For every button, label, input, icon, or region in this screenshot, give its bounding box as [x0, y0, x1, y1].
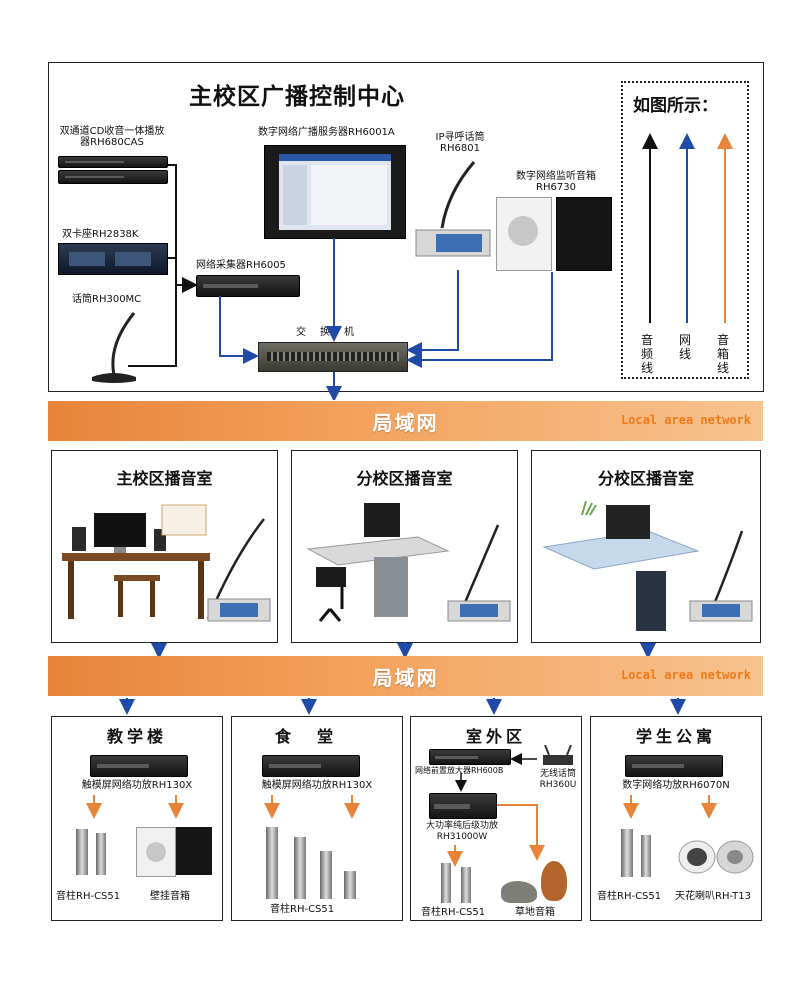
legend-label-network: 网线	[679, 333, 692, 361]
cd-player-label: 双通道CD收音一体播放器RH680CAS	[59, 126, 165, 148]
zone-dorm-ceiling-speaker-icon	[678, 840, 754, 874]
zone-canteen-title: 食堂	[274, 727, 359, 746]
room-main: 主校区播音室	[51, 450, 278, 643]
zone-outdoor-wireless-label: 无线话筒RH360U	[539, 769, 577, 790]
lan-band-bottom: 局域网 Local area network	[48, 656, 763, 696]
zone-outdoor-item-lawn: 草地音箱	[515, 907, 555, 918]
collector-label: 网络采集器RH6005	[196, 260, 286, 271]
room-branch-2-illustration	[542, 500, 753, 631]
zone-dorm-item-ceiling: 天花喇叭RH-T13	[675, 891, 751, 902]
cassette-label: 双卡座RH2838K	[62, 229, 139, 240]
zone-canteen-item-column: 音柱RH-CS51	[270, 904, 335, 915]
zone-teaching-wall-speaker-black	[176, 827, 212, 875]
zone-teaching-column-speaker-2	[96, 833, 106, 875]
zone-dorm-speaker-arrows	[623, 795, 717, 819]
zone-dorm-item-column: 音柱RH-CS51	[597, 891, 662, 902]
zone-teaching-speaker-arrows	[86, 795, 184, 819]
zone-dorm-column-speaker-1	[621, 829, 633, 877]
zone-outdoor-rock-speaker	[501, 881, 537, 903]
zone-dorm: 学生公寓 数字网络功放RH6070N 音柱RH-CS51 天花喇叭RH-T13	[590, 716, 762, 921]
legend-label-speaker: 音箱线	[717, 333, 730, 375]
legend-label-audio: 音频线	[641, 333, 654, 375]
main-control-center-panel: 主校区广播控制中心 如图所示： 音频线 网线 音箱线	[48, 62, 764, 392]
main-center-title: 主校区广播控制中心	[189, 84, 405, 110]
switch-device	[258, 342, 408, 372]
zone-canteen-amp-label: 触模屏网络功放RH130X	[261, 780, 373, 791]
mic-icon	[92, 312, 136, 383]
legend-arrows	[642, 133, 733, 323]
zone-outdoor-poweramp-device	[429, 793, 497, 819]
zone-canteen: 食堂 触模屏网络功放RH130X 音柱RH-CS51	[231, 716, 403, 921]
lan-band-top-subtitle: Local area network	[620, 413, 751, 427]
monitor-speaker-label: 数字网络监听音箱RH6730	[516, 171, 596, 193]
main-center-connections	[128, 164, 553, 400]
monitor-speaker-white	[496, 197, 552, 271]
legend-box: 如图所示： 音频线 网线 音箱线	[621, 81, 749, 379]
zone-canteen-speaker-arrows	[264, 795, 360, 819]
zone-outdoor-column-speaker-2	[461, 867, 471, 903]
zone-outdoor-poweramp-label: 大功率纯后级功放RH31000W	[425, 821, 498, 842]
monitor-speaker-black	[556, 197, 612, 271]
zone-dorm-amp-device	[625, 755, 723, 777]
collector-device	[196, 275, 300, 297]
lan-band-bottom-subtitle: Local area network	[620, 668, 751, 682]
room-branch-1-title: 分校区播音室	[356, 469, 453, 488]
zone-teaching-amp-device	[90, 755, 188, 777]
zone-outdoor-connections	[447, 753, 545, 867]
room-branch-2-title: 分校区播音室	[597, 469, 694, 488]
lan-to-zones-arrows	[119, 698, 686, 715]
zone-canteen-column-speaker-3	[320, 851, 332, 899]
zone-outdoor-preamp-label: 网络前置放大器RH600B	[415, 766, 504, 775]
room-branch-1-illustration	[306, 503, 511, 622]
zone-teaching: 教学楼 触模屏网络功放RH130X 音柱RH-CS51 壁挂音箱	[51, 716, 223, 921]
zone-canteen-column-speaker-1	[266, 827, 278, 899]
zone-outdoor-wireless-mic-icon	[543, 745, 573, 765]
server-label: 数字网络广播服务器RH6001A	[258, 127, 395, 138]
zone-teaching-amp-label: 触模屏网络功放RH130X	[81, 780, 193, 791]
zone-dorm-title: 学生公寓	[635, 727, 716, 746]
lan-band-bottom-label: 局域网	[372, 666, 439, 690]
zone-dorm-amp-label: 数字网络功放RH6070N	[622, 780, 730, 791]
ip-mic-icon	[415, 161, 491, 257]
zone-canteen-column-speaker-2	[294, 837, 306, 899]
server-device	[264, 145, 406, 239]
switch-label: 交换机	[296, 327, 368, 338]
legend-title: 如图所示：	[633, 96, 718, 116]
zone-canteen-column-speaker-4	[344, 871, 356, 899]
zone-teaching-title: 教学楼	[106, 727, 167, 746]
room-main-illustration	[62, 504, 271, 622]
zone-outdoor: 室外区 网络前置放大器RH600B 无线话筒RH360U 大功率纯后级功放RH3…	[410, 716, 582, 921]
cd-player-device	[58, 156, 168, 168]
cd-player-device-2	[58, 170, 168, 184]
zone-canteen-amp-device	[262, 755, 360, 777]
zone-outdoor-item-column: 音柱RH-CS51	[421, 907, 486, 918]
room-main-title: 主校区播音室	[116, 469, 213, 488]
room-branch-1: 分校区播音室	[291, 450, 518, 643]
rooms-to-lan-arrows	[151, 642, 656, 659]
lan-band-top-label: 局域网	[372, 411, 439, 435]
ip-mic-label: IP寻呼话筒RH6801	[435, 132, 485, 154]
zone-teaching-wall-speaker-white	[136, 827, 176, 877]
zone-dorm-column-speaker-2	[641, 835, 651, 877]
server-screen	[279, 154, 391, 230]
lan-band-top: 局域网 Local area network	[48, 401, 763, 441]
zone-outdoor-squirrel-speaker	[541, 861, 567, 901]
zone-teaching-column-speaker	[76, 829, 88, 875]
zone-teaching-item-column: 音柱RH-CS51	[56, 891, 121, 902]
zone-outdoor-title: 室外区	[465, 727, 526, 746]
zone-outdoor-column-speaker-1	[441, 863, 451, 903]
mic-label: 话筒RH300MC	[72, 294, 142, 305]
zone-teaching-item-wall: 壁挂音箱	[150, 891, 190, 902]
room-branch-2: 分校区播音室	[531, 450, 761, 643]
